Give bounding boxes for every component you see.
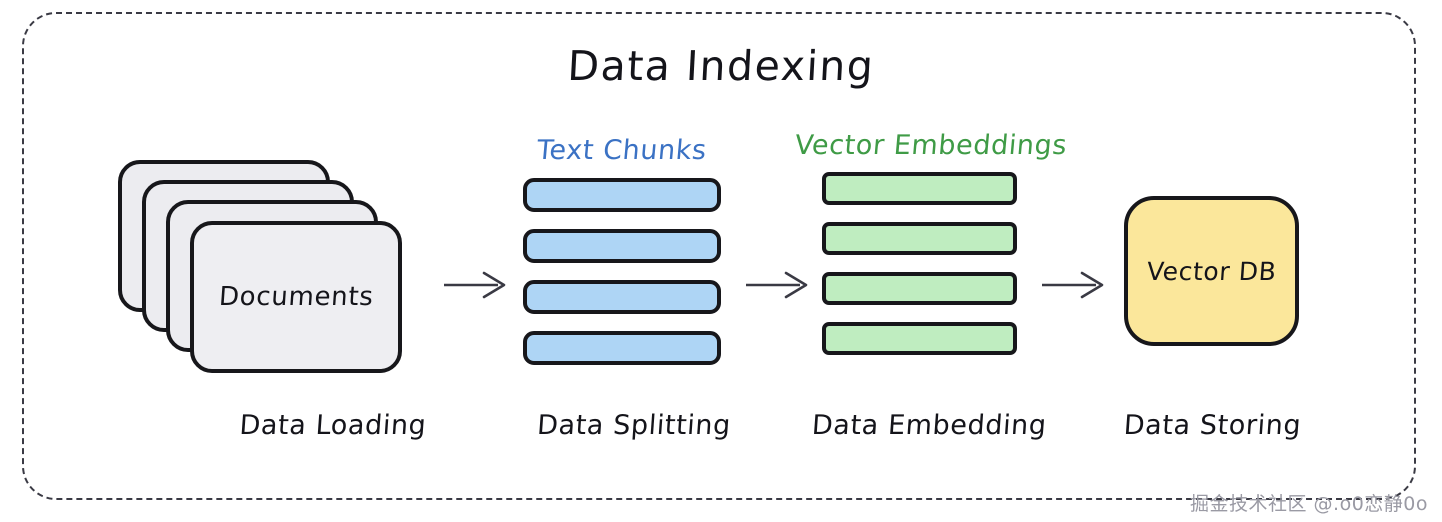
documents-stack: Documents: [118, 160, 448, 385]
stage-label-data-splitting: Data Splitting: [536, 410, 732, 441]
documents-label: Documents: [217, 282, 375, 312]
vector-db-box: Vector DB: [1124, 196, 1299, 346]
text-chunk-bar: [523, 229, 721, 263]
vector-embedding-bar: [822, 172, 1017, 205]
stage-label-data-storing: Data Storing: [1122, 410, 1303, 441]
text-chunk-bar: [523, 331, 721, 365]
vector-embedding-bar: [822, 222, 1017, 255]
vector-embedding-bar: [822, 272, 1017, 305]
text-chunks-heading: Text Chunks: [535, 135, 709, 166]
arrow-right-icon: [746, 271, 808, 299]
vector-embeddings-group: [822, 172, 1017, 372]
vector-db-label: Vector DB: [1145, 256, 1278, 286]
diagram-title: Data Indexing: [566, 42, 876, 90]
document-card-front: Documents: [190, 221, 402, 373]
watermark: 掘金技术社区 @.o0恋静0o: [1189, 493, 1428, 515]
text-chunks-group: [523, 178, 721, 382]
arrow-right-icon: [444, 271, 506, 299]
text-chunk-bar: [523, 280, 721, 314]
stage-label-data-loading: Data Loading: [238, 410, 428, 441]
diagram-frame: [22, 12, 1416, 500]
vector-embedding-bar: [822, 322, 1017, 355]
vector-embeddings-heading: Vector Embeddings: [793, 130, 1069, 161]
stage-label-data-embedding: Data Embedding: [810, 410, 1048, 441]
text-chunk-bar: [523, 178, 721, 212]
arrow-right-icon: [1042, 271, 1104, 299]
